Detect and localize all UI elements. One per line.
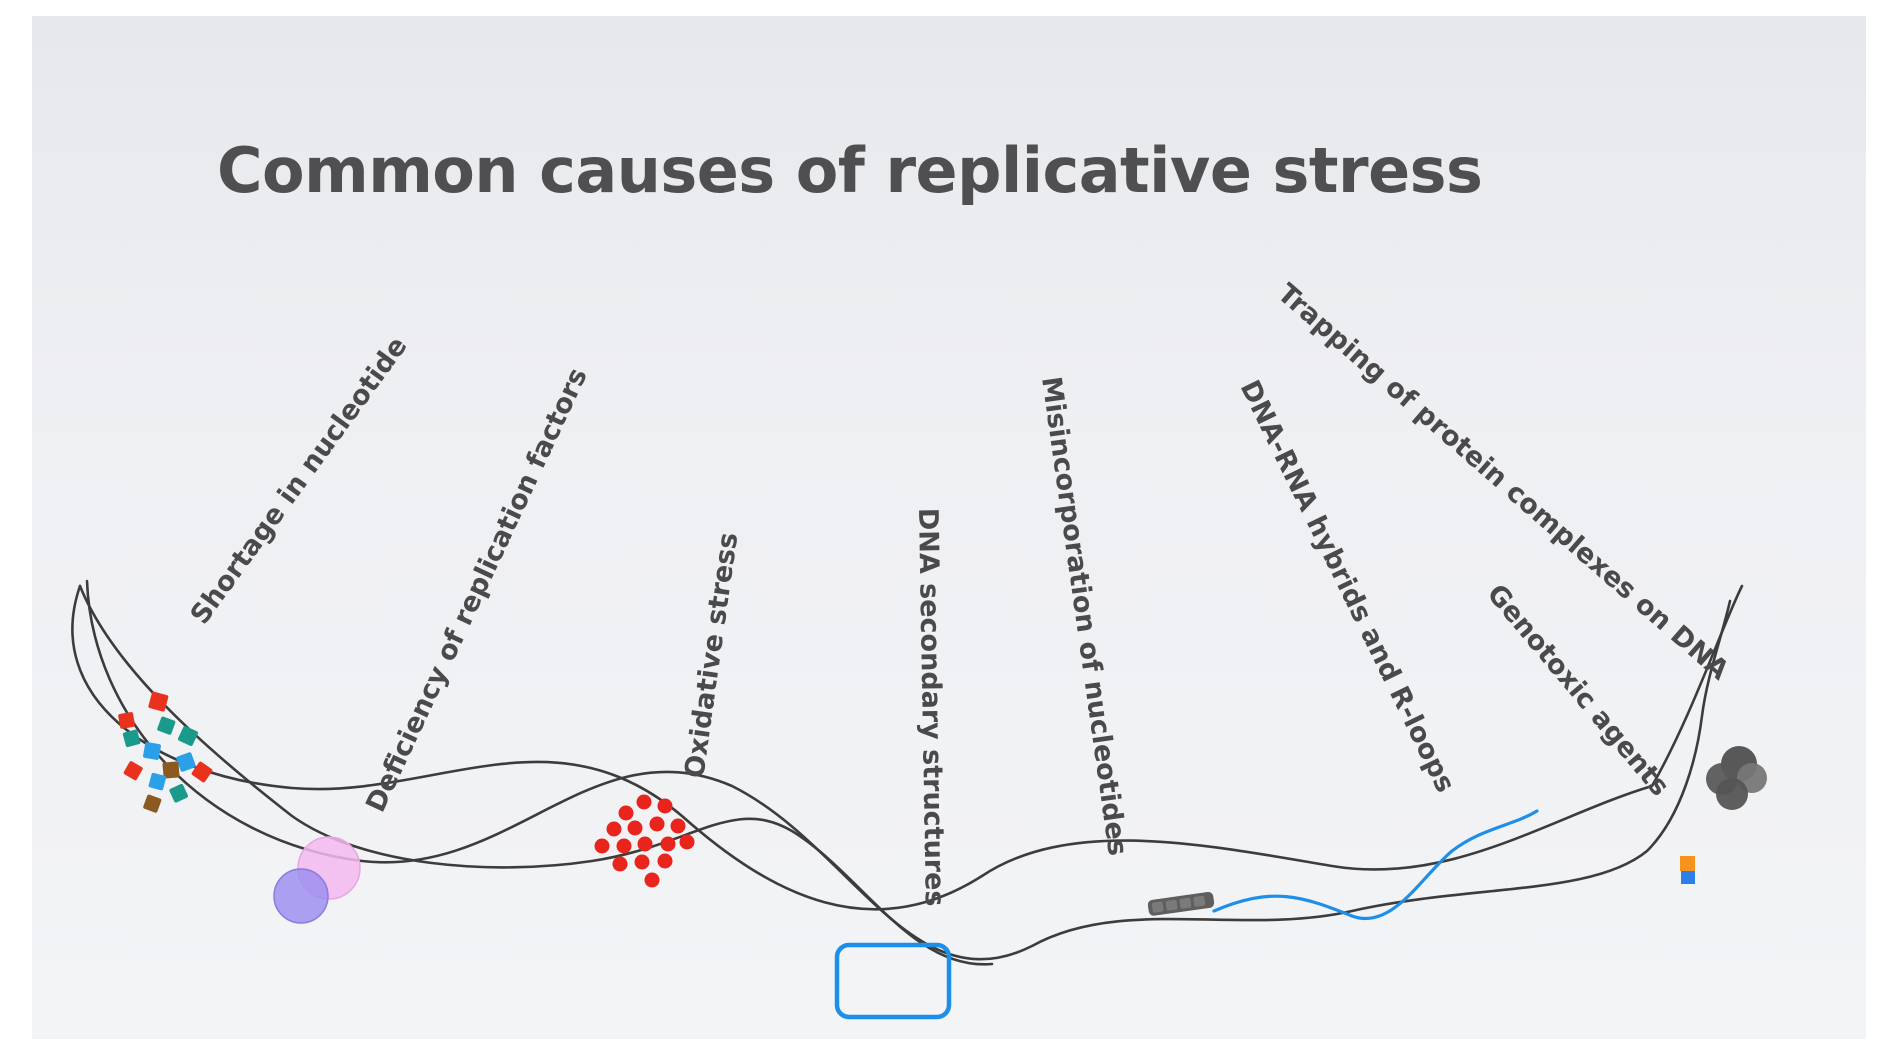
dna-strand-a (71, 584, 1744, 911)
label-deficiency-of-replication-factors: Deficiency of replication factors (360, 363, 594, 817)
factor-circle-purple (273, 868, 329, 924)
slide-title: Common causes of replicative stress (217, 134, 1483, 207)
label-dna-rna-hybrids-and-r-loops: DNA-RNA hybrids and R-loops (1234, 375, 1461, 797)
protein-complex (1706, 746, 1767, 810)
oxidative-dots (594, 794, 695, 888)
dna-strands (71, 579, 1744, 966)
replication-factors (273, 836, 361, 924)
secondary-structure-box (834, 942, 952, 1020)
label-shortage-in-nucleotide: Shortage in nucleotide (185, 331, 414, 630)
dna-strand-b (85, 579, 1732, 961)
rna-strand (1212, 809, 1539, 920)
slide: Common causes of replicative stress (32, 16, 1866, 1039)
dna-strand-c (78, 584, 994, 966)
nucleotide-squares (118, 691, 213, 813)
label-oxidative-stress: Oxidative stress (679, 531, 744, 780)
label-dna-secondary-structures: DNA secondary structures (912, 508, 950, 907)
replication-stress-diagram: Shortage in nucleotide Deficiency of rep… (71, 278, 1767, 1020)
cause-labels: Shortage in nucleotide Deficiency of rep… (185, 278, 1735, 907)
label-misincorporation-of-nucleotides: Misincorporation of nucleotides (1035, 375, 1133, 858)
misincorporation-marker (1147, 891, 1215, 916)
genotoxic-agent-marker (1680, 856, 1695, 884)
